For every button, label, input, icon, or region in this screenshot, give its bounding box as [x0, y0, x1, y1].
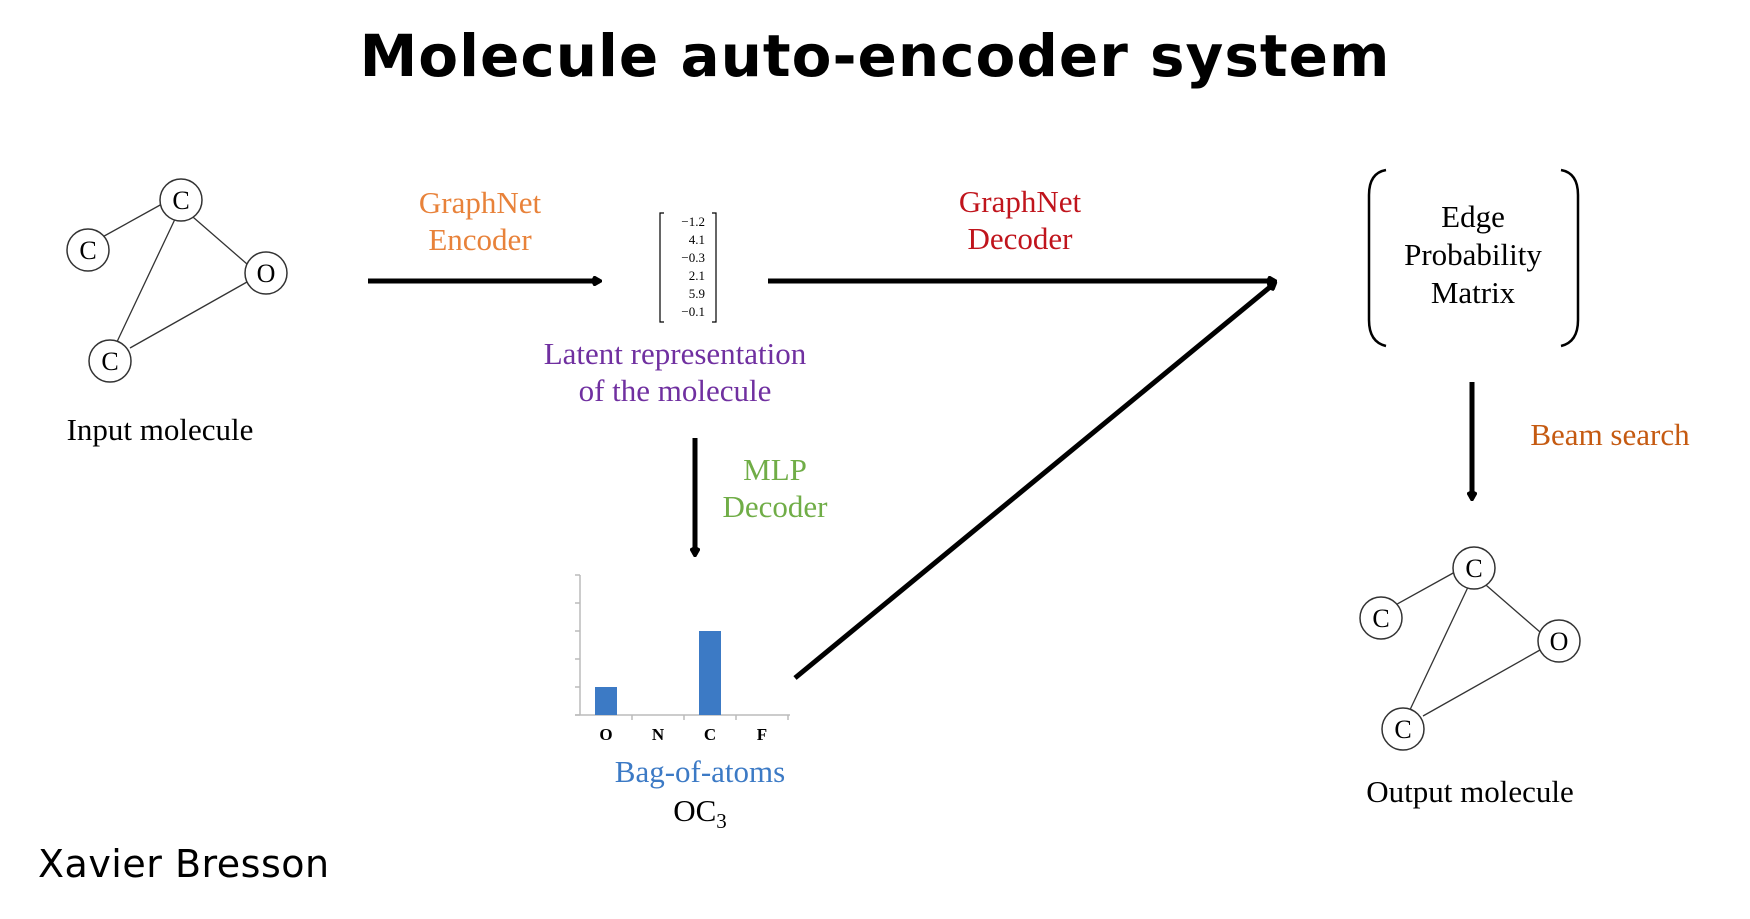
edge-matrix-line2: Probability [1404, 237, 1542, 272]
encoder-label: GraphNet Encoder [355, 184, 605, 258]
latent-value: 4.1 [689, 232, 705, 247]
atom-node [1381, 707, 1425, 751]
bars [595, 631, 721, 715]
latent-value: −0.1 [681, 304, 705, 319]
decoder-label-line2: Decoder [967, 221, 1073, 256]
x-tick-label-O: O [599, 725, 612, 744]
bag-formula: OC3 [610, 792, 790, 833]
bond [129, 281, 248, 349]
mlp-decoder-label: MLP Decoder [700, 451, 850, 525]
bond [114, 216, 177, 347]
edge-matrix-line1: Edge [1441, 199, 1505, 234]
right-bracket [712, 212, 717, 323]
x-tick-label-F: F [757, 725, 767, 744]
atom-label: O [1550, 627, 1569, 656]
atom-node [1537, 619, 1581, 663]
atom-label: C [172, 186, 189, 215]
latent-label-line2: of the molecule [578, 373, 772, 408]
decoder-label: GraphNet Decoder [895, 183, 1145, 257]
left-bracket [659, 212, 664, 323]
bond [1478, 578, 1541, 633]
bag-formula-main: OC [673, 793, 717, 828]
atom-label: C [1465, 554, 1482, 583]
bond [1407, 584, 1470, 715]
latent-vector: −1.2 4.1 −0.3 2.1 5.9 −0.1 [659, 212, 717, 323]
beam-search-label: Beam search [1530, 417, 1690, 452]
input-molecule-graph: C C O C [66, 178, 288, 383]
output-molecule-label: Output molecule [1366, 774, 1574, 809]
edge-matrix-brackets [1367, 168, 1580, 348]
mlp-label-line1: MLP [743, 452, 807, 487]
input-molecule-label: Input molecule [66, 412, 254, 447]
atom-node [1359, 596, 1403, 640]
latent-label: Latent representation of the molecule [500, 335, 850, 409]
output-molecule-graph: C C O C [1359, 546, 1581, 751]
bag-of-atoms-label: Bag-of-atoms [614, 754, 786, 789]
bond [185, 210, 248, 265]
matrix-left-paren [1367, 168, 1387, 348]
edge-matrix-line3: Matrix [1430, 275, 1516, 310]
latent-value: 2.1 [689, 268, 705, 283]
edge-matrix-label: Edge Probability Matrix [1373, 198, 1573, 312]
atom-node [1452, 546, 1496, 590]
mlp-label-line2: Decoder [722, 489, 828, 524]
encoder-label-line2: Encoder [428, 222, 532, 257]
y-ticks [575, 574, 580, 716]
atom-node [66, 228, 110, 272]
bar-C [699, 631, 721, 715]
atom-label: O [257, 259, 276, 288]
bar-O [595, 687, 617, 715]
author-name: Xavier Bresson [38, 842, 330, 886]
atom-label: C [79, 236, 96, 265]
decoder-label-line1: GraphNet [958, 184, 1082, 219]
x-ticks [631, 715, 789, 720]
atom-node [159, 178, 203, 222]
bag-formula-subscript: 3 [716, 809, 727, 833]
bond [1422, 649, 1541, 717]
x-tick-label-C: C [704, 725, 716, 744]
latent-value: −1.2 [681, 214, 705, 229]
atom-label: C [101, 347, 118, 376]
diagram-title: Molecule auto-encoder system [359, 22, 1391, 90]
atom-node [244, 251, 288, 295]
matrix-right-paren [1560, 168, 1580, 348]
x-tick-label-N: N [652, 725, 665, 744]
latent-value: 5.9 [689, 286, 705, 301]
atom-node [88, 339, 132, 383]
atom-label: C [1394, 715, 1411, 744]
bag-to-decoder-arrow [793, 283, 1275, 680]
latent-value: −0.3 [681, 250, 705, 265]
encoder-label-line1: GraphNet [418, 185, 542, 220]
atom-label: C [1372, 604, 1389, 633]
latent-label-line1: Latent representation [543, 336, 807, 371]
